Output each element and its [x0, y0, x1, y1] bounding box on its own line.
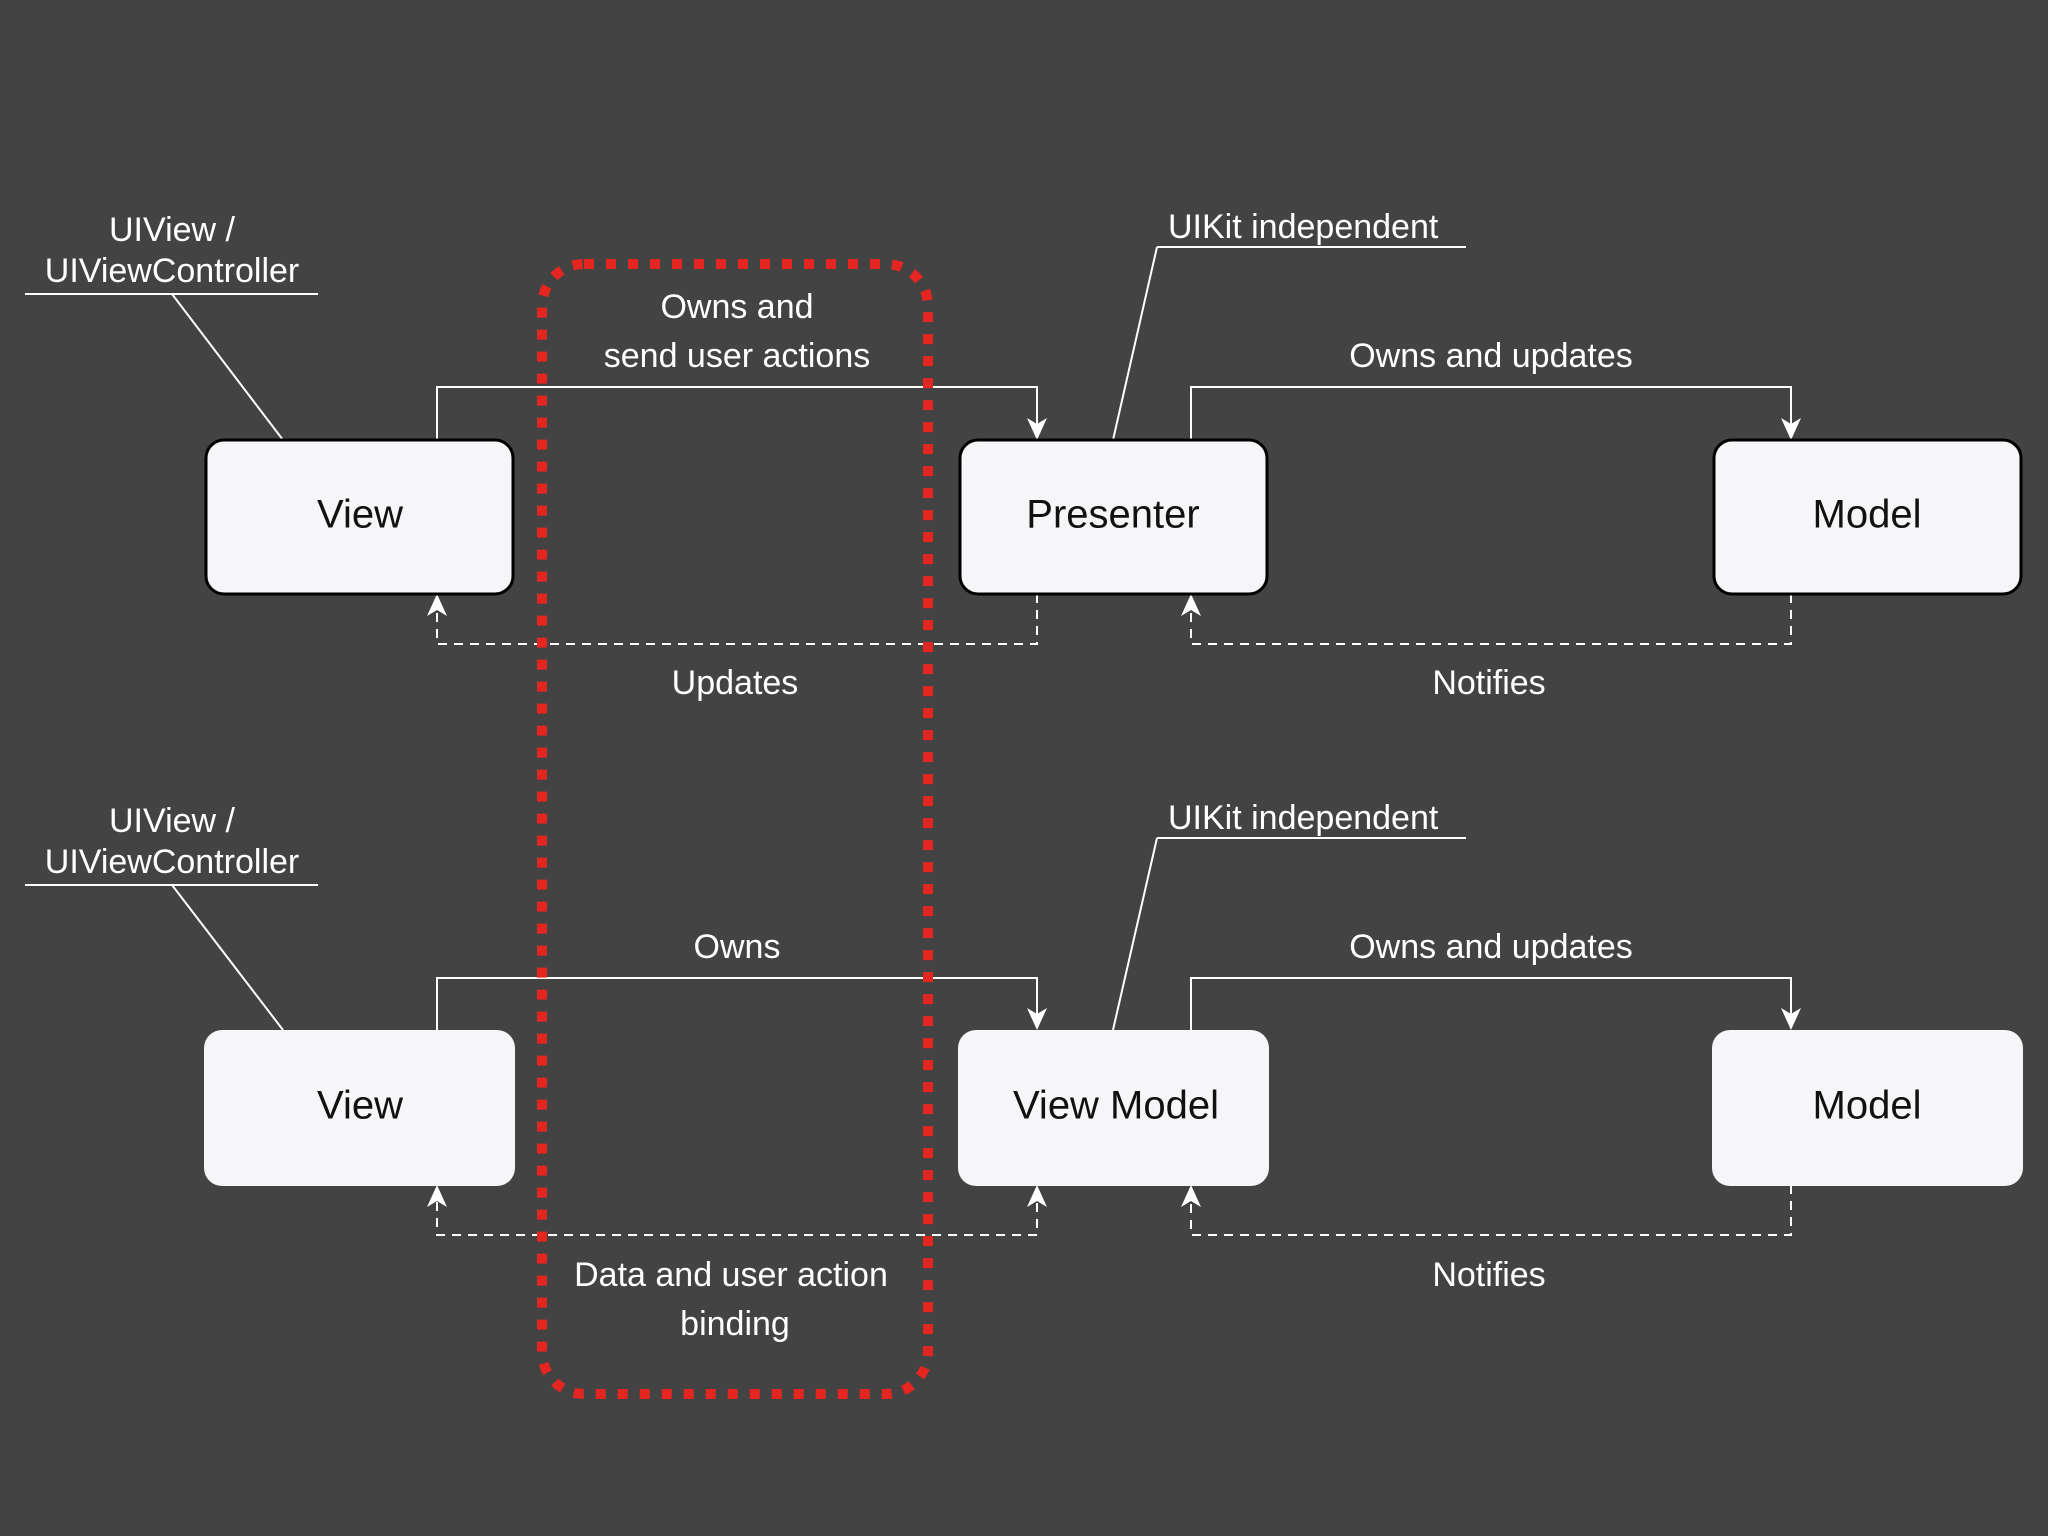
mvvm-binding-line	[436, 1202, 1038, 1236]
mvp-model-to-presenter-edge: Notifies	[1181, 594, 1792, 702]
mvvm-view-to-viewmodel-label: Owns	[694, 928, 781, 966]
mvvm-viewmodel-to-model-line	[1190, 977, 1792, 1030]
mvp-presenter-annotation: UIKit independent	[1112, 208, 1466, 441]
mvp-presenter-box: Presenter	[958, 438, 1269, 596]
arrow-down-icon	[1781, 1008, 1801, 1030]
mvp-view-to-presenter-label-line1: Owns and	[660, 288, 813, 326]
mvvm-model-to-viewmodel-edge: Notifies	[1181, 1185, 1792, 1294]
mvvm-viewmodel-note-leader	[1112, 837, 1158, 1031]
mvp-view-note-leader	[171, 293, 284, 441]
mvvm-model-label: Model	[1813, 1084, 1922, 1128]
highlight-region	[537, 259, 933, 1399]
mvvm-viewmodel-note: UIKit independent	[1168, 799, 1439, 837]
mvvm-view-to-viewmodel-edge: Owns	[436, 928, 1047, 1030]
mvvm-binding-label-line2: binding	[680, 1305, 790, 1343]
arrow-up-icon	[1027, 1185, 1047, 1207]
mvvm-view-label: View	[317, 1084, 403, 1128]
mvvm-view-annotation: UIView / UIViewController	[25, 802, 318, 1031]
mvvm-view-note-line2: UIViewController	[45, 843, 299, 881]
mvp-diagram: UIView / UIViewController UIKit independ…	[25, 208, 2023, 702]
mvvm-model-box: Model	[1712, 1030, 2023, 1186]
mvp-presenter-to-view-edge: Updates	[427, 594, 1038, 702]
mvvm-model-rect	[1712, 1030, 2023, 1186]
mvp-model-rect	[1712, 438, 2023, 596]
mvvm-model-to-viewmodel-line	[1190, 1185, 1792, 1236]
arrow-up-icon	[427, 1185, 447, 1207]
mvvm-view-rect	[204, 1030, 515, 1186]
mvp-presenter-rect	[958, 438, 1269, 596]
arrow-up-icon	[1181, 1185, 1201, 1207]
mvvm-view-to-viewmodel-line	[436, 977, 1038, 1030]
mvvm-binding-label-line1: Data and user action	[574, 1256, 888, 1294]
arrow-up-icon	[1181, 594, 1201, 616]
mvp-view-box: View	[204, 438, 515, 596]
mvvm-binding-edge: Data and user action binding	[427, 1185, 1047, 1343]
mvp-view-to-presenter-line	[436, 386, 1038, 440]
arrow-up-icon	[427, 594, 447, 616]
mvvm-viewmodel-to-model-label: Owns and updates	[1349, 928, 1633, 966]
mvp-view-to-presenter-label-line2: send user actions	[604, 337, 871, 375]
mvp-presenter-to-model-edge: Owns and updates	[1190, 337, 1801, 440]
mvp-view-to-presenter-edge: Owns and send user actions	[436, 288, 1047, 440]
mvvm-view-box: View	[204, 1030, 515, 1186]
arrow-down-icon	[1781, 418, 1801, 440]
mvp-presenter-to-view-line	[436, 594, 1038, 645]
mvvm-viewmodel-rect	[958, 1030, 1269, 1186]
mvp-view-annotation: UIView / UIViewController	[25, 211, 318, 441]
mvp-view-rect	[204, 438, 515, 596]
mvvm-viewmodel-box: View Model	[958, 1030, 1269, 1186]
mvvm-view-note-line1: UIView /	[109, 802, 236, 840]
mvp-model-box: Model	[1712, 438, 2023, 596]
mvp-presenter-note-leader	[1112, 246, 1158, 441]
mvp-view-note-line1: UIView /	[109, 211, 236, 249]
mvvm-viewmodel-annotation: UIKit independent	[1112, 799, 1466, 1031]
mvp-presenter-to-view-label: Updates	[672, 664, 799, 702]
mvp-presenter-to-model-line	[1190, 386, 1792, 440]
arrow-down-icon	[1027, 1008, 1047, 1030]
mvvm-diagram: UIView / UIViewController UIKit independ…	[25, 799, 2023, 1343]
mvp-presenter-label: Presenter	[1026, 493, 1199, 537]
mvp-model-to-presenter-label: Notifies	[1432, 664, 1545, 702]
mvp-presenter-to-model-label: Owns and updates	[1349, 337, 1633, 375]
mvp-presenter-note: UIKit independent	[1168, 208, 1439, 246]
mvp-model-to-presenter-line	[1190, 594, 1792, 645]
mvp-view-label: View	[317, 493, 403, 537]
mvvm-model-to-viewmodel-label: Notifies	[1432, 1256, 1545, 1294]
mvp-model-label: Model	[1813, 493, 1922, 537]
mvvm-viewmodel-to-model-edge: Owns and updates	[1190, 928, 1801, 1030]
mvvm-view-note-leader	[171, 884, 284, 1031]
arrow-down-icon	[1027, 418, 1047, 440]
mvvm-viewmodel-label: View Model	[1013, 1084, 1219, 1128]
mvp-view-note-line2: UIViewController	[45, 252, 299, 290]
